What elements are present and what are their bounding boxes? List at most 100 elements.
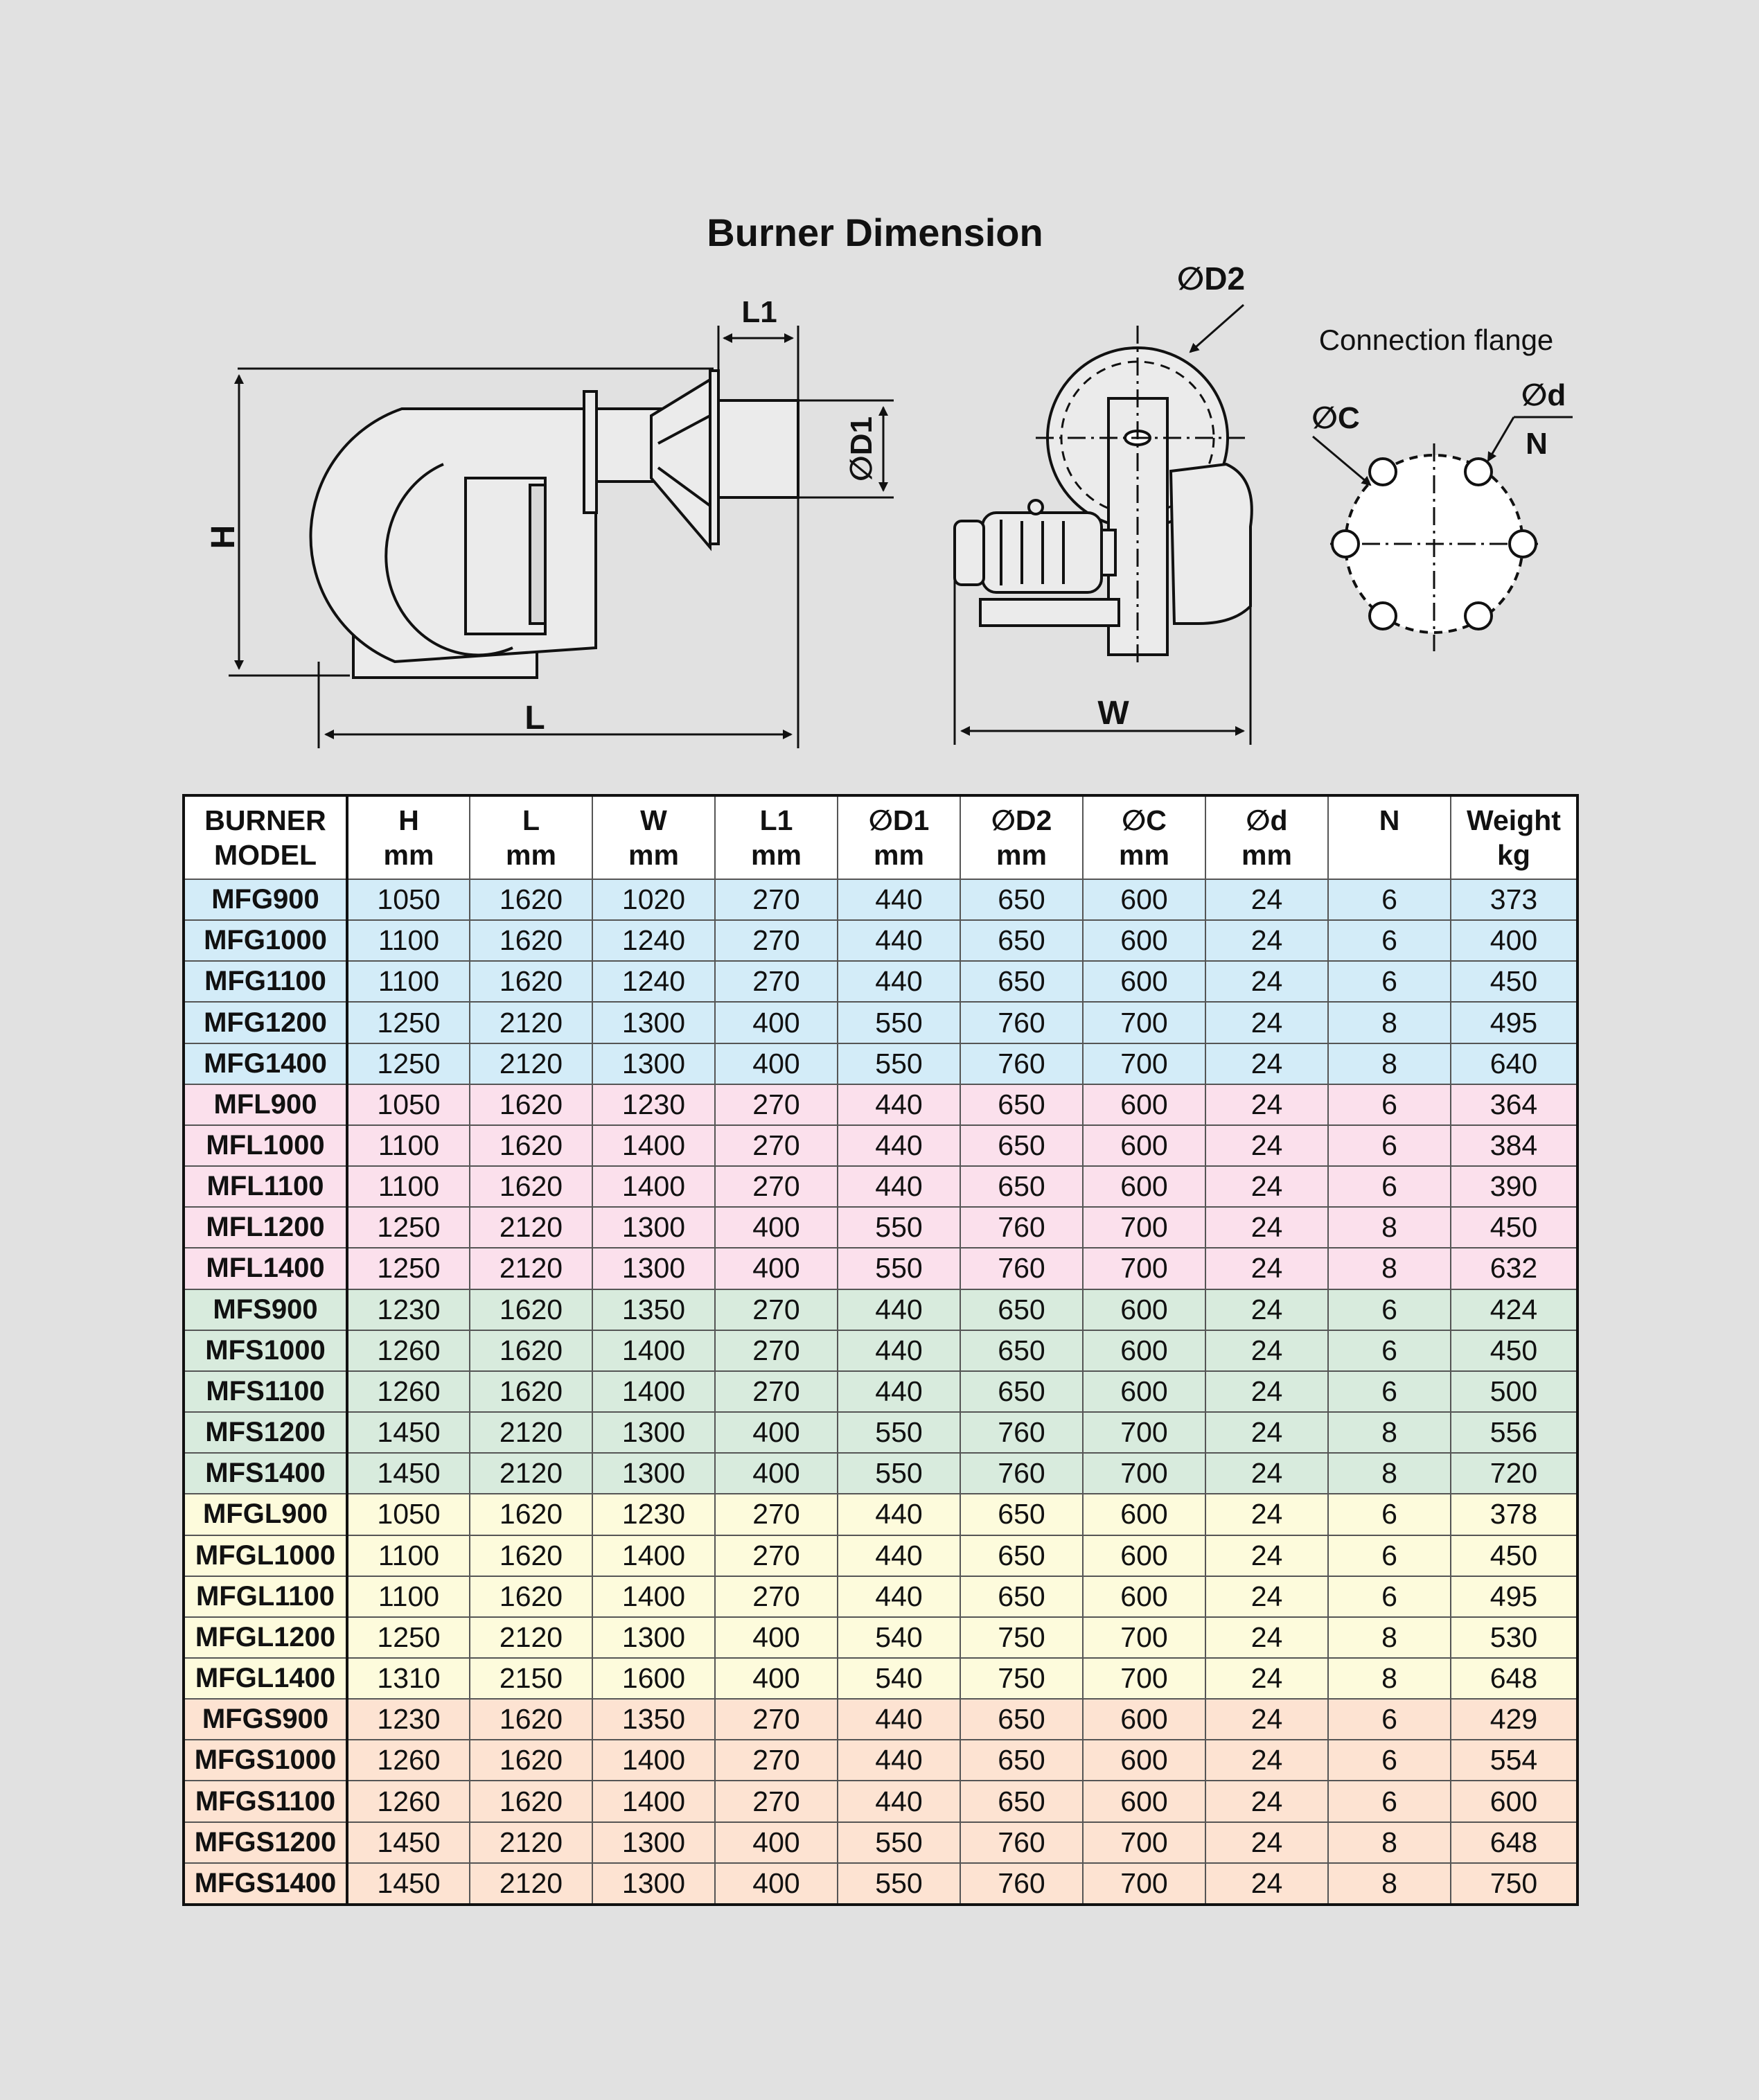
value-cell: 270	[714, 919, 838, 962]
value-cell: 650	[960, 878, 1084, 921]
value-cell: 1300	[592, 1452, 716, 1495]
column-header-line2: mm	[383, 839, 434, 871]
value-cell: 495	[1450, 1001, 1578, 1044]
value-cell: 600	[1082, 878, 1206, 921]
value-cell: 440	[837, 1575, 961, 1618]
value-cell: 2120	[469, 1001, 593, 1044]
housing-body	[1169, 462, 1253, 625]
value-cell: 24	[1205, 1411, 1329, 1454]
value-cell: 450	[1450, 1329, 1578, 1372]
value-cell: 8	[1327, 1411, 1451, 1454]
model-cell: MFGS900	[183, 1698, 348, 1741]
model-cell: MFGL900	[183, 1493, 348, 1536]
value-cell: 24	[1205, 1780, 1329, 1823]
value-cell: 600	[1082, 960, 1206, 1003]
value-cell: 400	[714, 1452, 838, 1495]
value-cell: 1300	[592, 1206, 716, 1249]
value-cell: 440	[837, 1329, 961, 1372]
motor-endcap	[953, 520, 985, 586]
value-cell: 750	[1450, 1862, 1578, 1906]
value-cell: 1250	[346, 1206, 470, 1249]
value-cell: 450	[1450, 1206, 1578, 1249]
value-cell: 6	[1327, 1124, 1451, 1167]
value-cell: 6	[1327, 1575, 1451, 1618]
bolt-hole	[1368, 457, 1397, 486]
value-cell: 270	[714, 1083, 838, 1126]
value-cell: 650	[960, 1780, 1084, 1823]
value-cell: 650	[960, 1493, 1084, 1536]
value-cell: 24	[1205, 878, 1329, 921]
value-cell: 400	[714, 1247, 838, 1290]
value-cell: 1310	[346, 1657, 470, 1700]
model-cell: MFL1400	[183, 1247, 348, 1290]
value-cell: 1400	[592, 1329, 716, 1372]
value-cell: 650	[960, 1370, 1084, 1413]
value-cell: 600	[1082, 1698, 1206, 1741]
value-cell: 1620	[469, 1739, 593, 1782]
value-cell: 270	[714, 878, 838, 921]
value-cell: 440	[837, 1493, 961, 1536]
value-cell: 270	[714, 1124, 838, 1167]
value-cell: 1600	[592, 1657, 716, 1700]
value-cell: 1260	[346, 1329, 470, 1372]
value-cell: 270	[714, 1698, 838, 1741]
value-cell: 24	[1205, 1493, 1329, 1536]
value-cell: 700	[1082, 1001, 1206, 1044]
value-cell: 700	[1082, 1821, 1206, 1864]
value-cell: 6	[1327, 878, 1451, 921]
value-cell: 364	[1450, 1083, 1578, 1126]
value-cell: 6	[1327, 1370, 1451, 1413]
value-cell: 1450	[346, 1821, 470, 1864]
value-cell: 1400	[592, 1124, 716, 1167]
value-cell: 1230	[346, 1288, 470, 1331]
value-cell: 400	[1450, 919, 1578, 962]
value-cell: 1260	[346, 1780, 470, 1823]
value-cell: 1620	[469, 1493, 593, 1536]
model-cell: MFG1400	[183, 1042, 348, 1085]
value-cell: 24	[1205, 1657, 1329, 1700]
value-cell: 24	[1205, 1575, 1329, 1618]
value-cell: 600	[1082, 919, 1206, 962]
value-cell: 1450	[346, 1452, 470, 1495]
value-cell: 556	[1450, 1411, 1578, 1454]
bolt-hole	[1464, 457, 1493, 486]
column-header-line1: ∅D1	[868, 804, 930, 836]
value-cell: 550	[837, 1042, 961, 1085]
value-cell: 650	[960, 1083, 1084, 1126]
model-cell: MFS900	[183, 1288, 348, 1331]
value-cell: 6	[1327, 960, 1451, 1003]
value-cell: 2120	[469, 1452, 593, 1495]
bolt-hole	[1331, 529, 1360, 558]
value-cell: 8	[1327, 1247, 1451, 1290]
value-cell: 450	[1450, 960, 1578, 1003]
value-cell: 270	[714, 1739, 838, 1782]
value-cell: 6	[1327, 1083, 1451, 1126]
value-cell: 1100	[346, 919, 470, 962]
model-cell: MFGS1400	[183, 1862, 348, 1906]
value-cell: 1620	[469, 1370, 593, 1413]
value-cell: 550	[837, 1001, 961, 1044]
value-cell: 1620	[469, 1534, 593, 1577]
value-cell: 650	[960, 1534, 1084, 1577]
value-cell: 429	[1450, 1698, 1578, 1741]
column-header-line1: BURNER	[204, 804, 326, 836]
value-cell: 600	[1082, 1739, 1206, 1782]
value-cell: 600	[1082, 1329, 1206, 1372]
value-cell: 600	[1082, 1493, 1206, 1536]
value-cell: 700	[1082, 1452, 1206, 1495]
value-cell: 400	[714, 1862, 838, 1906]
